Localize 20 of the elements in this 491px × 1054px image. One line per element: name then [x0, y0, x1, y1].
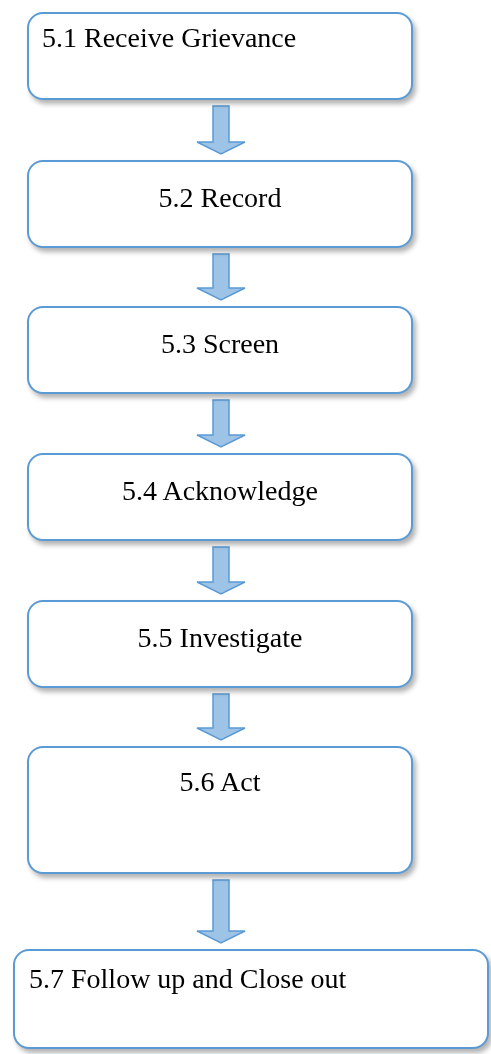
process-box — [27, 453, 413, 541]
process-box — [27, 12, 413, 100]
process-box — [27, 160, 413, 248]
block-arrow — [196, 253, 246, 301]
step-label: 5.4 Acknowledge — [122, 475, 318, 507]
block-arrow — [196, 546, 246, 595]
step-label: 5.1 Receive Grievance — [42, 22, 297, 54]
process-box — [13, 949, 489, 1049]
process-box — [27, 600, 413, 688]
step-label: 5.3 Screen — [160, 328, 280, 360]
step-label: 5.2 Record — [158, 182, 282, 214]
step-label: 5.7 Follow up and Close out — [29, 963, 347, 995]
step-label: 5.5 Investigate — [137, 622, 303, 654]
step-label: 5.6 Act — [179, 766, 261, 798]
block-arrow — [196, 399, 246, 448]
process-box — [27, 746, 413, 874]
block-arrow — [196, 879, 246, 944]
process-box — [27, 306, 413, 394]
block-arrow — [196, 693, 246, 741]
block-arrow — [196, 105, 246, 155]
